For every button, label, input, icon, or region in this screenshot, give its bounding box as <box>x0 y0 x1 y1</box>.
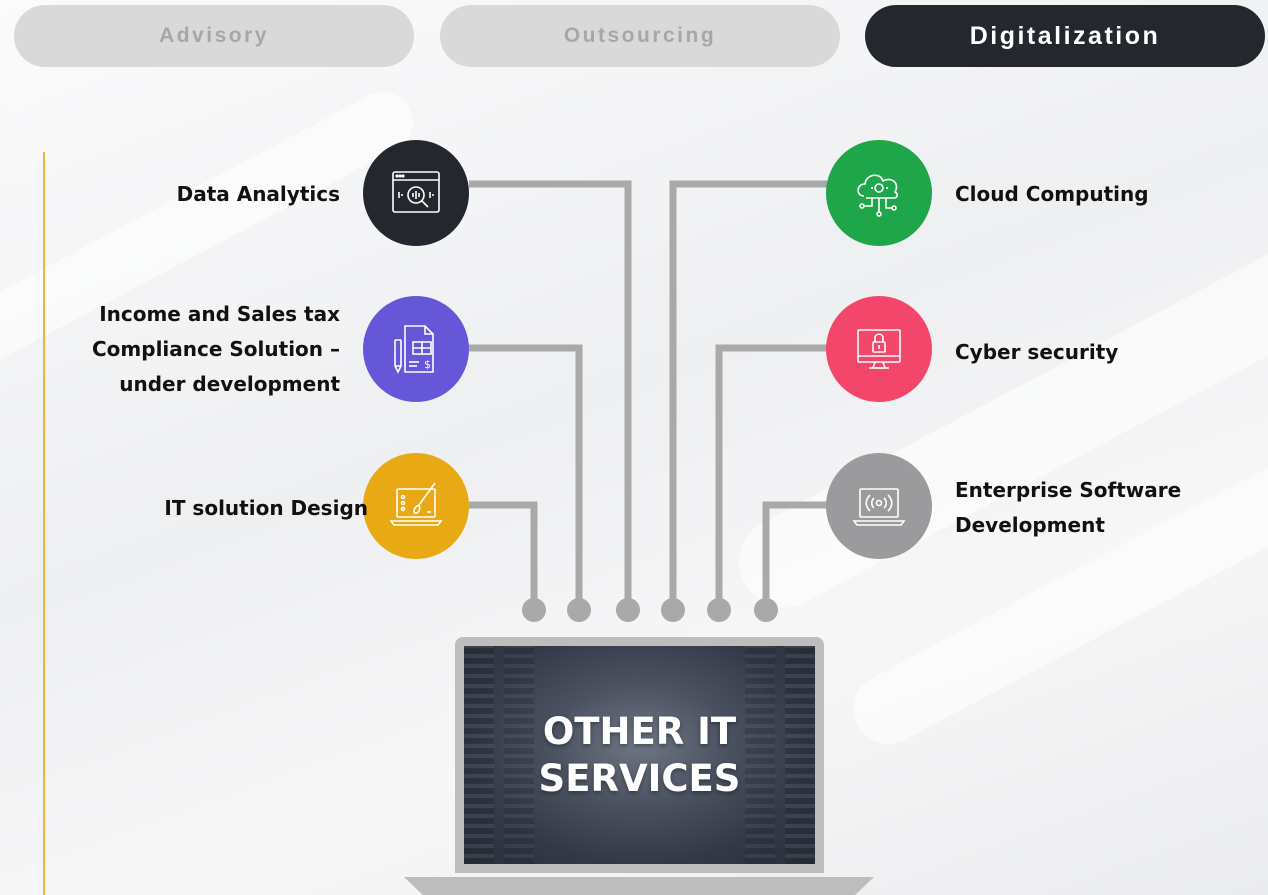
laptop-base <box>404 877 874 895</box>
tab-advisory[interactable]: Advisory <box>14 5 414 67</box>
cloud-computing-circle[interactable] <box>826 140 932 246</box>
connector-cyber <box>715 344 832 610</box>
connector-enterprise <box>762 501 832 610</box>
data-analytics-circle[interactable] <box>363 140 469 246</box>
cloud-icon <box>857 174 899 217</box>
svg-text:$: $ <box>424 358 431 371</box>
label-data-analytics: Data Analytics <box>176 182 340 206</box>
lock-monitor-icon <box>857 329 901 369</box>
enterprise-software-circle[interactable] <box>826 453 932 559</box>
screen-title: OTHER IT SERVICES <box>538 710 741 800</box>
server-rack-decoration <box>464 646 494 864</box>
server-rack-decoration <box>785 646 815 864</box>
accent-line <box>43 152 45 895</box>
connector-tax-compliance <box>469 344 583 610</box>
tax-document-icon: $ <box>394 325 434 374</box>
connector-dot <box>567 598 591 622</box>
server-rack-decoration <box>745 646 775 864</box>
connector-dot <box>616 598 640 622</box>
server-rack-decoration <box>504 646 534 864</box>
connector-cloud <box>669 180 832 610</box>
connector-dot <box>522 598 546 622</box>
tax-compliance-circle[interactable]: $ <box>363 296 469 402</box>
connector-dot <box>661 598 685 622</box>
connector-dot <box>754 598 778 622</box>
label-cyber-security: Cyber security <box>955 340 1119 364</box>
label-tax-compliance: Income and Sales tax Compliance Solution… <box>92 302 340 396</box>
cyber-security-circle[interactable] <box>826 296 932 402</box>
connector-dot <box>707 598 731 622</box>
design-laptop-icon <box>389 482 443 526</box>
it-design-circle[interactable] <box>363 453 469 559</box>
data-analytics-icon <box>392 171 440 213</box>
tab-outsourcing[interactable]: Outsourcing <box>440 5 840 67</box>
connector-data-analytics <box>469 180 632 610</box>
label-it-design: IT solution Design <box>164 496 368 520</box>
connector-it-design <box>469 501 538 610</box>
label-enterprise-software: Enterprise Software Development <box>955 478 1182 537</box>
tab-digitalization[interactable]: Digitalization <box>865 5 1265 67</box>
laptop-screen: OTHER IT SERVICES <box>464 646 815 864</box>
wireless-laptop-icon <box>852 488 906 526</box>
label-cloud-computing: Cloud Computing <box>955 182 1149 206</box>
